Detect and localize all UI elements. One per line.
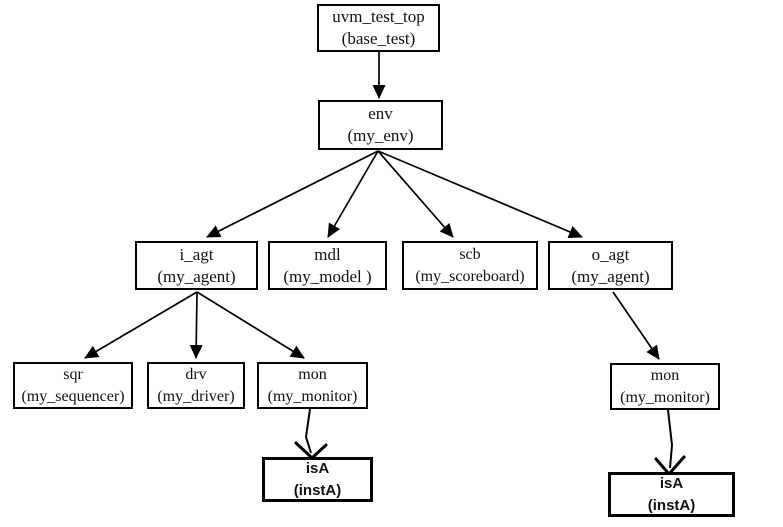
- arrow-env-to-scb: [377, 150, 454, 238]
- arrow-i-agt-to-mon: [196, 291, 305, 359]
- node-o-agt-label: o_agt: [591, 244, 630, 264]
- node-uvm-test-top: uvm_test_top (base_test): [317, 4, 440, 52]
- arrow-mon-to-isa-right: [654, 409, 686, 476]
- arrow-env-to-mdl: [327, 150, 379, 238]
- node-i-agt-label: i_agt: [179, 244, 214, 264]
- node-env-label: env: [368, 104, 393, 123]
- node-uvm-test-top-label: uvm_test_top: [332, 7, 425, 26]
- node-isa-left-type: (instA): [293, 481, 342, 499]
- node-mdl-label: mdl: [314, 244, 341, 264]
- node-drv: drv (my_driver): [147, 362, 245, 409]
- node-uvm-test-top-type: (base_test): [341, 29, 416, 48]
- node-mon-output-label: mon: [650, 366, 680, 384]
- node-mon-output-type: (my_monitor): [620, 388, 710, 406]
- node-env-type: (my_env): [347, 126, 414, 145]
- arrow-env-to-o-agt: [377, 150, 583, 238]
- node-mdl: mdl (my_model ): [268, 241, 387, 290]
- node-isa-left-label: isA: [305, 459, 330, 477]
- arrow-i-agt-to-drv: [189, 291, 203, 359]
- node-isa-right-label: isA: [659, 474, 684, 492]
- node-isa-left: isA (instA): [262, 457, 373, 502]
- node-env: env (my_env): [318, 100, 443, 150]
- node-scb-type: (my_scoreboard): [415, 267, 525, 285]
- arrow-o-agt-to-mon: [612, 291, 660, 360]
- node-mon-output: mon (my_monitor): [610, 363, 720, 410]
- node-drv-type: (my_driver): [157, 387, 235, 405]
- node-sqr-type: (my_sequencer): [21, 387, 125, 405]
- node-i-agt-type: (my_agent): [157, 266, 236, 286]
- node-isa-right: isA (instA): [608, 472, 735, 517]
- node-sqr: sqr (my_sequencer): [13, 362, 133, 409]
- node-mon-input-type: (my_monitor): [267, 387, 358, 405]
- arrow-env-to-i-agt: [206, 150, 379, 238]
- arrow-i-agt-to-sqr: [84, 291, 198, 359]
- node-i-agt: i_agt (my_agent): [135, 241, 258, 290]
- node-o-agt: o_agt (my_agent): [548, 241, 673, 290]
- node-sqr-label: sqr: [63, 365, 83, 383]
- node-isa-right-type: (instA): [647, 496, 696, 514]
- node-drv-label: drv: [185, 365, 207, 383]
- node-scb: scb (my_scoreboard): [402, 241, 538, 290]
- node-mdl-type: (my_model ): [283, 266, 372, 286]
- node-mon-input: mon (my_monitor): [257, 362, 368, 409]
- node-o-agt-type: (my_agent): [571, 266, 650, 286]
- node-scb-label: scb: [459, 245, 481, 263]
- node-mon-input-label: mon: [298, 365, 327, 383]
- arrow-mon-to-isa-left: [294, 408, 328, 460]
